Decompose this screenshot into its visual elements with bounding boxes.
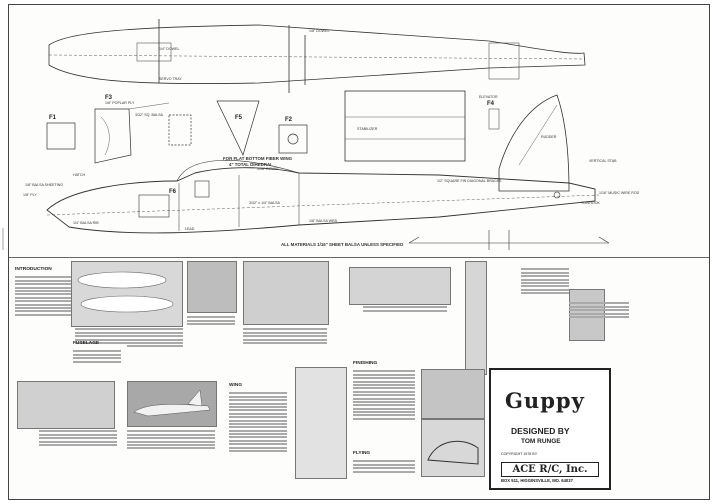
part-f1: F1 [49,115,57,121]
designer-name: TOM RUNGE [521,438,561,445]
photo-fuselage-top [349,267,451,305]
photo-tall-strip [465,261,487,375]
title-block: Guppy DESIGNED BY TOM RUNGE COPYRIGHT 19… [489,368,611,490]
part-f2: F2 [285,117,293,123]
label-lead: LEAD [185,227,195,231]
label-vstab: VERTICAL STAB [589,159,617,163]
photo3-caption [243,327,327,353]
label-servo-tray: SERVO TRAY [159,77,182,81]
company-address: BOX 511, HIGGINSVILLE, MO. 64037 [501,478,573,483]
photo-wing-joiner [295,367,347,479]
photo-finishing [421,369,485,419]
fuselage-text [73,349,121,367]
label-flat-bottom: FOR FLAT BOTTOM FIBER WING [223,156,293,161]
part-f5: F5 [235,115,243,121]
plan-sheet: 1/4" DOWEL 1/8" DOWEL SERVO TRAY 1/8" PO… [8,4,710,500]
label-dowel-sixteenth: 1/16" DOWEL [257,167,280,171]
photo5-caption [569,301,629,331]
photo-nose-detail [187,261,237,313]
wing-panels-sketch [77,271,174,313]
canopy-sketch [427,440,479,465]
label-hatch: HATCH [73,173,86,177]
fold-line [9,257,709,258]
photo-fuselage-assembly [243,261,329,325]
right-text-block [521,267,569,311]
photo7-caption [127,429,215,463]
photo2-caption [187,315,235,331]
glider-profile-sketch [133,389,211,417]
introduction-text [15,275,73,335]
title-guppy: Guppy [505,388,585,413]
photo4-caption [363,305,447,317]
photo1b-caption [127,327,183,357]
label-poplar-ply: 1/8" POPLAR PLY [105,101,135,105]
label-elevator: ELEVATOR [479,95,498,99]
stabilizer-view [344,90,500,162]
label-wing-note: ALL MATERIALS 1/16" SHEET BALSA UNLESS S… [281,242,404,247]
photo-canopy [421,419,485,477]
label-towhook: TOWHOOK [581,201,600,205]
label-balsa-former: 3/32" SQ. BALSA [135,113,164,117]
part-f4: F4 [487,101,495,107]
fuselage-top-view [48,19,586,93]
designed-by: DESIGNED BY [511,426,570,436]
label-pushrods: 1/16" MUSIC WIRE ROD [599,191,640,195]
photo6-caption [39,429,117,457]
fuselage-side-view [46,160,600,234]
photo-wing-panels [71,261,183,327]
side-punch-sketch [2,228,4,250]
heading-flying: FLYING [353,451,371,456]
photo-glider-profile [127,381,217,427]
photo1-caption [75,327,133,351]
plan-drawing: 1/4" DOWEL 1/8" DOWEL SERVO TRAY 1/8" PO… [9,5,709,257]
photo-wing-structure [17,381,115,429]
label-tailwheel: 1/8" BALSA WEB [309,219,337,223]
label-sheeting: 1/8" BALSA SHEETING [25,183,64,187]
copyright: COPYRIGHT 1976 BY [501,452,538,456]
rudder-view [498,94,570,192]
label-dowel-eighth: 1/8" DOWEL [309,29,330,33]
heading-introduction: INTRODUCTION [15,267,52,272]
label-balsa-rib: 1/4" BALSA RIB [73,221,99,225]
part-f6: F6 [169,189,177,195]
label-fuselage-side: 3/32" x 1/4" BALSA [249,201,280,205]
heading-wing: WING [229,383,243,388]
label-dowel: 1/4" DOWEL [159,47,180,51]
dihedral-view [408,230,610,250]
label-rudder: RUDDER [541,135,557,139]
wing-text [229,391,287,481]
photo-tail-detail [569,289,605,341]
finishing-text [353,369,415,443]
label-fin-note: 1/2" SQUARE FIN DIAGONAL BRACES [437,179,502,183]
flying-text [353,459,415,479]
company-name: ACE R/C, Inc. [501,462,599,477]
small-parts [46,100,308,164]
heading-fuselage: FUSELAGE [73,341,100,346]
part-f3: F3 [105,95,113,101]
heading-finishing: FINISHING [353,361,378,366]
label-stabilizer: STABILIZER [357,127,378,131]
label-nose-block: 1/8" PLY [23,193,37,197]
label-dihedral: 4" TOTAL DIHEDRAL [229,162,273,167]
side-punch-mark [1,228,6,250]
plan-drawing-svg [46,19,610,250]
